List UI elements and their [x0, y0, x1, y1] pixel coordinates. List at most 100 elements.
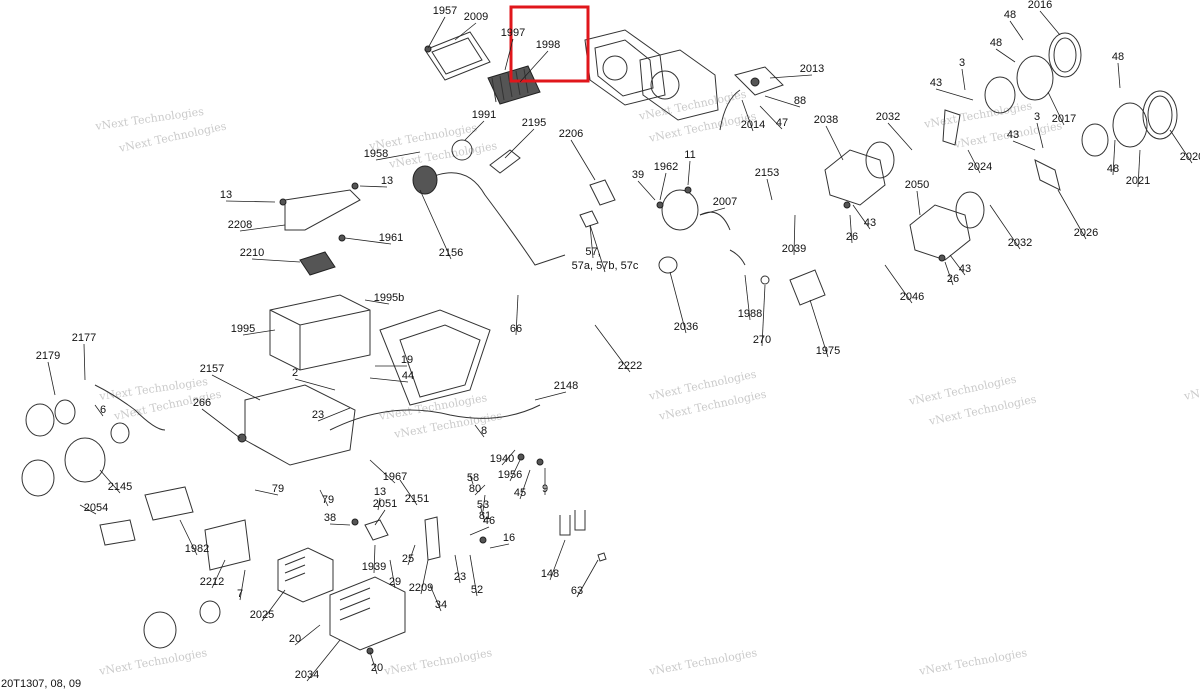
callout-leader	[1057, 189, 1087, 240]
callout-label: 43	[930, 77, 942, 89]
callout-leader	[687, 160, 691, 186]
callout-label: 6	[100, 404, 106, 416]
callout-leader	[1036, 122, 1044, 149]
callout-label: 45	[514, 487, 526, 499]
callout-label: 25	[402, 553, 414, 565]
callout-label: 1982	[185, 543, 209, 555]
callout-label: 26	[846, 231, 858, 243]
callout-label: 1988	[738, 308, 762, 320]
callout-label: 2222	[618, 360, 642, 372]
diagram-reference: 20T1307, 08, 09	[1, 678, 81, 690]
callout-leader	[261, 589, 286, 622]
callout-leader	[344, 237, 392, 245]
callout-label: 2009	[464, 11, 488, 23]
callout-leader	[659, 172, 667, 201]
callout-label: 48	[1004, 9, 1016, 21]
callout-label: 1975	[816, 345, 840, 357]
callout-label: 13	[220, 189, 232, 201]
callout-label: 63	[571, 585, 583, 597]
callout-label: 2046	[900, 291, 924, 303]
callout-leader	[1169, 129, 1193, 164]
callout-leader	[589, 224, 606, 273]
callout-label: 266	[193, 397, 211, 409]
callout-label: 29	[389, 576, 401, 588]
callout-label: 148	[541, 568, 559, 580]
callout-label: 47	[776, 117, 788, 129]
lamp-assembly	[824, 141, 985, 261]
callout-label: 79	[322, 494, 334, 506]
callout-leader	[769, 74, 813, 79]
callout-leader	[793, 214, 796, 256]
callout-leader	[935, 88, 974, 101]
callout-label: 2026	[1074, 227, 1098, 239]
callout-leader	[916, 190, 921, 216]
callout-label: 1958	[364, 148, 388, 160]
callout-leader	[515, 294, 519, 336]
callout-leader	[317, 407, 351, 422]
callout-label: 48	[990, 37, 1002, 49]
callout-leader	[211, 559, 226, 589]
callout-leader	[369, 459, 396, 484]
callout-leader	[849, 214, 853, 244]
watermark-text: vNext Technologies	[382, 646, 493, 678]
callout-leader	[1137, 149, 1141, 188]
callout-label: 1939	[362, 561, 386, 573]
callout-leader	[469, 554, 478, 597]
callout-leader	[761, 284, 766, 347]
callout-leader	[1117, 62, 1121, 89]
callout-leader	[389, 559, 396, 589]
callout-label: 38	[324, 512, 336, 524]
callout-label: 2212	[200, 576, 224, 588]
callout-label: 16	[503, 532, 515, 544]
callout-label: 34	[435, 599, 447, 611]
callout-label: 2013	[800, 63, 824, 75]
callout-label: 1940	[490, 453, 514, 465]
callout-label: 2007	[713, 196, 737, 208]
callout-label: 81	[479, 510, 491, 522]
callout-leader	[239, 569, 246, 601]
callout-leader	[211, 374, 261, 401]
callout-leader	[474, 424, 485, 438]
callout-leader	[419, 189, 452, 260]
callout-label: 3	[959, 57, 965, 69]
callout-label: 2179	[36, 350, 60, 362]
callout-label: 270	[753, 334, 771, 346]
callout-label: 2017	[1052, 113, 1076, 125]
callout-label: 13	[374, 486, 386, 498]
callout-leader	[464, 120, 485, 141]
callout-leader	[576, 559, 599, 598]
callout-label: 2051	[373, 498, 397, 510]
callout-label: 8	[481, 425, 487, 437]
callout-label: 2034	[295, 669, 319, 681]
callout-label: 2145	[108, 481, 132, 493]
callout-label: 2210	[240, 247, 264, 259]
callout-label: 2208	[228, 219, 252, 231]
callout-leader	[369, 651, 378, 675]
callout-label: 2195	[522, 117, 546, 129]
callout-leader	[887, 122, 913, 151]
callout-leader	[504, 128, 535, 159]
callout-leader	[589, 224, 594, 259]
callout-leader	[359, 185, 388, 188]
callout-label: 2157	[200, 363, 224, 375]
callout-label: 2206	[559, 128, 583, 140]
callout-label: 46	[483, 515, 495, 527]
callout-label: 20	[371, 662, 383, 674]
callout-leader	[294, 378, 336, 391]
callout-label: 57,	[585, 246, 600, 258]
callout-label: 2032	[1008, 237, 1032, 249]
callout-label: 2054	[84, 502, 108, 514]
callout-leader	[373, 544, 376, 574]
callout-leader	[699, 207, 726, 216]
watermark-text: vNext Technologies	[647, 646, 758, 678]
callout-label: 43	[959, 263, 971, 275]
callout-leader	[47, 361, 56, 396]
callout-leader	[469, 474, 474, 485]
callout-label: 2025	[250, 609, 274, 621]
part-drawings	[21, 29, 1178, 655]
callout-leader	[83, 343, 86, 381]
callout-leader	[469, 526, 490, 536]
callout-leader	[329, 523, 351, 526]
